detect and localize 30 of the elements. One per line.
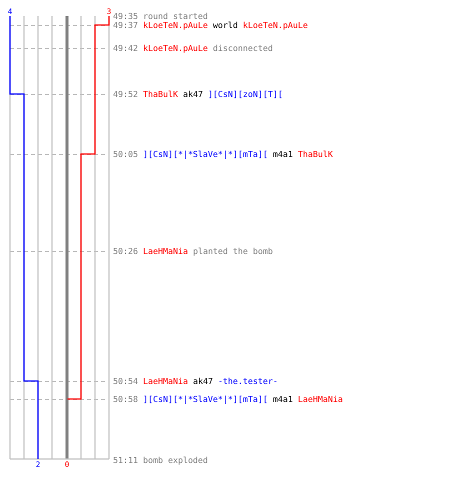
player-name: kLoeTeN.pAuLe bbox=[242, 20, 308, 30]
timestamp: 51:11 bbox=[113, 455, 138, 465]
kill-method: ak47 bbox=[192, 376, 213, 386]
event-text: bomb exploded bbox=[142, 455, 208, 465]
kill-method: m4a1 bbox=[272, 149, 293, 159]
kill-method: world bbox=[212, 20, 238, 30]
player-name: ][CsN][zoN][T][ bbox=[208, 89, 283, 99]
kill-method: ak47 bbox=[182, 89, 203, 99]
player-name: kLoeTeN.pAuLe bbox=[142, 20, 208, 30]
player-name: LaeHMaNia bbox=[142, 376, 188, 386]
player-name: ThaBulK bbox=[298, 149, 333, 159]
timestamp: 49:37 bbox=[113, 20, 138, 30]
timestamp: 49:35 bbox=[113, 11, 138, 21]
event-text: round started bbox=[142, 11, 208, 21]
timestamp: 49:52 bbox=[113, 89, 138, 99]
player-name: LaeHMaNia bbox=[298, 394, 343, 404]
kill-method: m4a1 bbox=[272, 394, 293, 404]
player-name: ][CsN][*|*SlaVe*|*][mTa][ bbox=[142, 149, 268, 159]
event-text: planted the bomb bbox=[192, 246, 273, 256]
player-name: LaeHMaNia bbox=[142, 246, 188, 256]
player-name: ThaBulK bbox=[142, 89, 178, 99]
player-name: kLoeTeN.pAuLe bbox=[142, 43, 208, 53]
timestamp: 50:54 bbox=[113, 376, 138, 386]
timestamp: 49:42 bbox=[113, 43, 138, 53]
timestamp: 50:58 bbox=[113, 394, 138, 404]
player-name: -the.tester- bbox=[218, 376, 278, 386]
player-name: ][CsN][*|*SlaVe*|*][mTa][ bbox=[142, 394, 268, 404]
timestamp: 50:05 bbox=[113, 149, 138, 159]
timestamp: 50:26 bbox=[113, 246, 138, 256]
event-text: disconnected bbox=[212, 43, 273, 53]
